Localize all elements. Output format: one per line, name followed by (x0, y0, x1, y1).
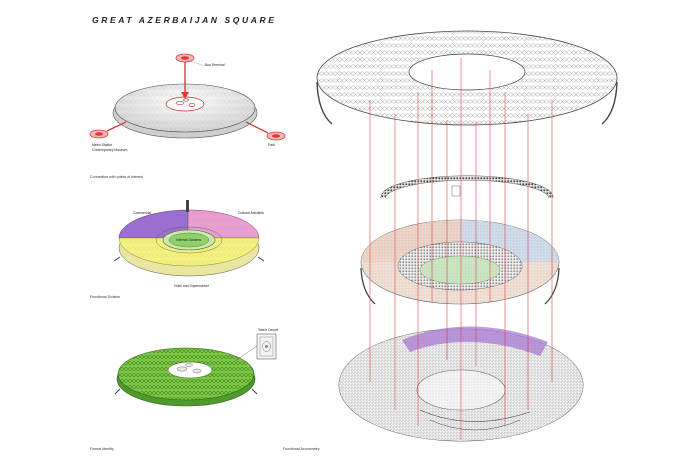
label-metro-station: Metro Station (92, 143, 113, 147)
caption-formal-identity: Formal Identity (90, 447, 114, 451)
label-commercial: Commercial (133, 211, 152, 215)
caption-functional-axonometry: Functional Axonometry (283, 447, 320, 451)
label-tabriz-carpet: Tabriz Carpet (258, 328, 279, 332)
page-title: GREAT AZERBAIJAN SQUARE (92, 15, 277, 25)
projection-lines (369, 58, 553, 440)
label-bus-terminal: Bus Terminal (205, 63, 225, 67)
label-internal-gardens: Internal Gardens (176, 238, 202, 242)
label-contemporary-museum: Contemporary Museum (92, 148, 128, 152)
metro-station-marker (89, 121, 127, 139)
upper-ring-level (380, 175, 554, 199)
label-hotel-supermarket: Hotel and Supermarket (174, 284, 209, 288)
label-park: Park (268, 143, 275, 147)
label-cultural-activities: Cultural Activities (238, 211, 264, 215)
park-marker (245, 121, 286, 141)
caption-functional-division: Functional Division (90, 295, 121, 299)
tabriz-carpet-inset (256, 333, 277, 360)
caption-connections: Connection with points of interest (90, 175, 143, 179)
main-level (360, 219, 560, 305)
formal-identity-diagram (114, 333, 277, 407)
roof-canopy-layer (316, 30, 618, 126)
connection-diagram (89, 53, 286, 141)
functional-division-diagram (113, 200, 265, 277)
bus-terminal-marker (175, 53, 206, 99)
functional-axonometry (316, 30, 618, 442)
